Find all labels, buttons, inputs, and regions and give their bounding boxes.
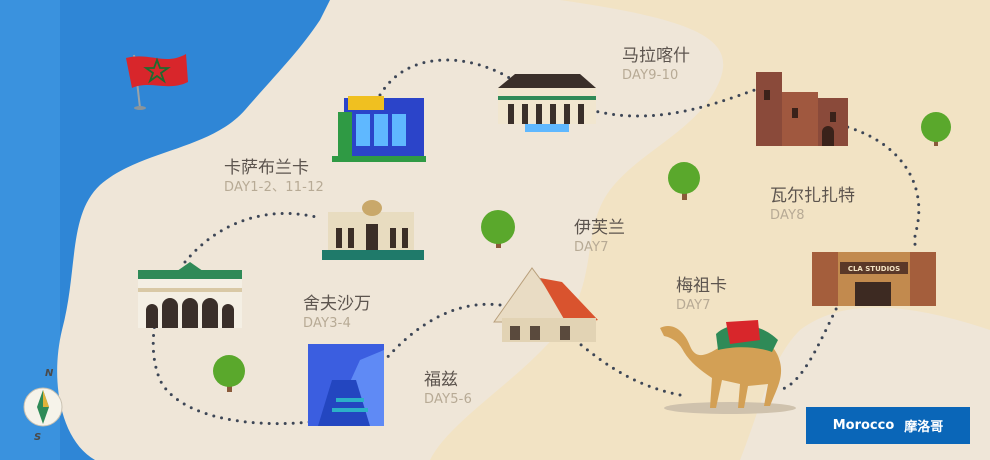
compass-south-label: S [34,432,42,443]
marrakech-pavilion-landmark [498,74,596,132]
tree-icon [668,162,700,200]
city-name: 舍夫沙万 [303,294,371,314]
compass-icon [23,387,63,427]
city-days: DAY7 [676,298,711,313]
ifrane-chalet-landmark [493,267,598,342]
country-name-en: Morocco [832,418,895,433]
compass-north-label: N [45,368,54,379]
city-days: DAY5-6 [424,392,473,407]
city-days: DAY9-10 [622,68,679,83]
atlas-studios-landmark [812,252,936,306]
city-fez: 福兹 DAY5-6 [424,370,473,407]
city-name: 梅祖卡 [676,276,727,296]
city-days: DAY1-2、11-12 [224,180,325,195]
city-name: 福兹 [424,370,458,390]
city-days: DAY3-4 [303,316,352,331]
city-casablanca: 卡萨布兰卡 DAY1-2、11-12 [224,158,325,195]
tree-icon [481,210,515,248]
city-name: 伊芙兰 [574,218,625,238]
tree-icon [213,355,245,392]
city-name: 马拉喀什 [622,46,690,66]
chefchaouen-blue-street-landmark [308,344,384,426]
morocco-flag [126,54,188,110]
camel-illustration [660,320,796,414]
casablanca-palace-landmark [322,200,424,260]
city-chefchaouen: 舍夫沙万 DAY3-4 [303,294,371,331]
city-ouarzazate: 瓦尔扎扎特 DAY8 [770,186,855,223]
city-days: DAY8 [770,208,805,223]
studio-sign: CLA STUDIOS [848,265,900,273]
ouarzazate-kasbah-landmark [756,72,848,146]
city-name: 卡萨布兰卡 [224,158,309,178]
country-badge: Morocco 摩洛哥 [806,407,970,444]
tree-icon [921,112,951,146]
city-ifrane: 伊芙兰 DAY7 [574,218,625,255]
city-name: 瓦尔扎扎特 [770,186,855,206]
country-name-cn: 摩洛哥 [904,420,944,435]
majorelle-garden-landmark [332,96,426,162]
city-marrakech: 马拉喀什 DAY9-10 [622,46,690,83]
city-merzouga: 梅祖卡 DAY7 [676,276,727,313]
route-line [151,58,921,426]
city-days: DAY7 [574,240,609,255]
casablanca-mosque-landmark [138,262,242,328]
